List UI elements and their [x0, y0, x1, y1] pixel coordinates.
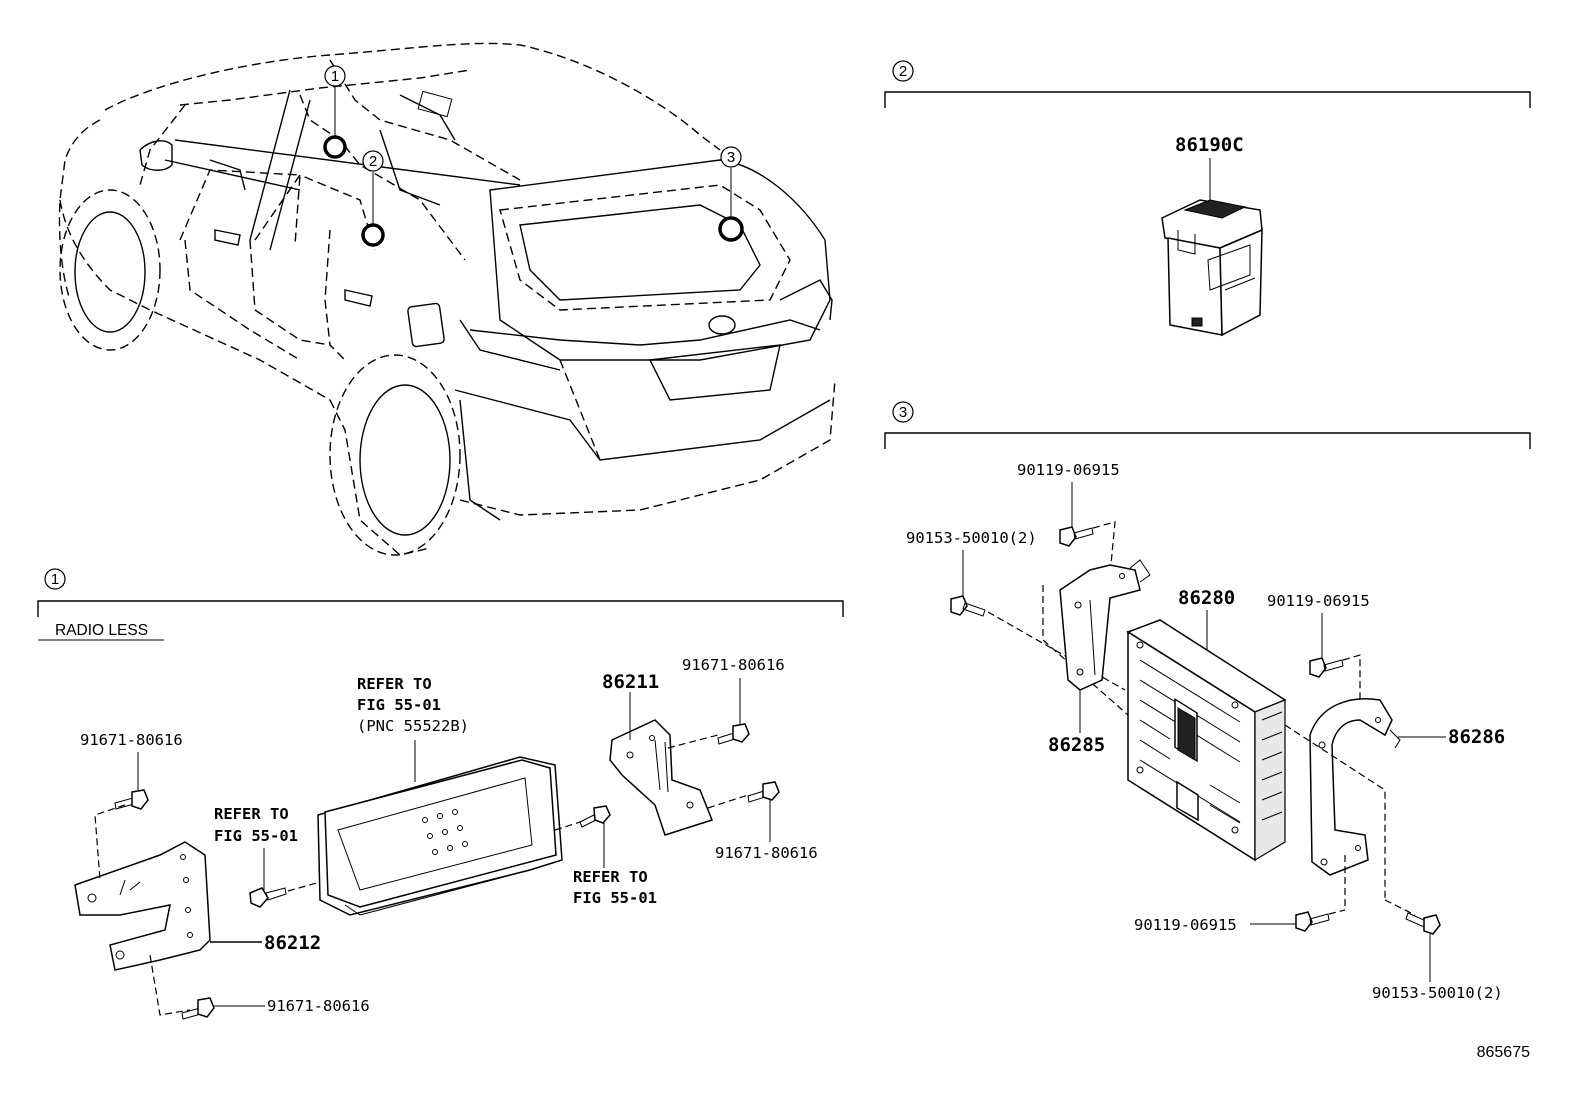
label-90119-06915-bottom: 90119-06915 [1134, 916, 1237, 934]
screw-90153-50010-left[interactable] [950, 595, 986, 617]
refer-left-line2: FIG 55-01 [214, 827, 298, 845]
callout-1-label: 1 [331, 68, 339, 85]
bracket-86285[interactable] [1059, 559, 1151, 691]
section-2: 2 86190C [884, 60, 1531, 337]
refer-left-line1: REFER TO [214, 805, 289, 823]
label-91671-80616-top-right: 91671-80616 [682, 656, 785, 674]
label-86211: 86211 [602, 671, 659, 693]
label-86286: 86286 [1448, 726, 1505, 748]
label-90119-06915-top: 90119-06915 [1017, 461, 1120, 479]
refer-right-line1: REFER TO [573, 868, 648, 886]
refer-top-line1: REFER TO [357, 675, 432, 693]
bracket-86286[interactable] [1309, 698, 1401, 876]
label-91671-80616-right: 91671-80616 [715, 844, 818, 862]
screw-left[interactable] [249, 887, 287, 908]
section-2-bracket [884, 91, 1531, 108]
section-3-bracket [884, 432, 1531, 449]
callout-3[interactable]: 3 [718, 146, 744, 242]
label-91671-80616-bottom: 91671-80616 [267, 997, 370, 1015]
vehicle-illustration: 1 2 3 [58, 42, 836, 556]
section-1: 1 RADIO LESS 91671-80616 91671-80616 [37, 568, 844, 1020]
bolt-91671-80616-top-left[interactable] [114, 752, 149, 810]
bolt-91671-80616-bottom[interactable] [181, 997, 265, 1020]
section-3: 3 90119-06915 90153-50010(2) 86285 [884, 401, 1531, 1002]
screw-90119-06915-top[interactable] [1059, 526, 1094, 547]
bolt-91671-80616-right[interactable] [747, 781, 780, 842]
refer-top-line2: FIG 55-01 [357, 696, 441, 714]
amplifier-86280[interactable] [1126, 619, 1287, 862]
section-2-number: 2 [899, 63, 907, 80]
radio-less-label: RADIO LESS [55, 622, 148, 639]
refer-right-line2: FIG 55-01 [573, 889, 657, 907]
screw-90119-06915-bottom[interactable] [1295, 911, 1330, 932]
refer-top-line3: (PNC 55522B) [357, 717, 469, 735]
label-90153-50010-bottom-right: 90153-50010(2) [1372, 984, 1503, 1002]
diagram-id: 865675 [1477, 1044, 1530, 1061]
callout-2-label: 2 [369, 153, 377, 170]
callout-1[interactable]: 1 [323, 65, 347, 159]
label-91671-80616-top-left: 91671-80616 [80, 731, 183, 749]
callout-2[interactable]: 2 [361, 150, 385, 247]
label-86285: 86285 [1048, 734, 1105, 756]
screw-90153-50010-bottom-right[interactable] [1405, 912, 1441, 935]
label-90119-06915-right-top: 90119-06915 [1267, 592, 1370, 610]
label-86280: 86280 [1178, 587, 1235, 609]
callout-3-label: 3 [727, 149, 735, 166]
display-unit[interactable] [317, 756, 563, 916]
section-3-number: 3 [899, 404, 907, 421]
switch-86190C[interactable] [1161, 199, 1263, 337]
screw-90119-06915-right-top[interactable] [1309, 657, 1344, 678]
bracket-86212[interactable] [74, 841, 211, 971]
label-86212: 86212 [264, 932, 321, 954]
section-3-marker [892, 401, 914, 423]
bracket-86211[interactable] [609, 719, 713, 836]
section-1-number: 1 [51, 571, 59, 588]
label-86190C: 86190C [1175, 134, 1244, 156]
label-90153-50010-left: 90153-50010(2) [906, 529, 1037, 547]
bolt-91671-80616-top-right[interactable] [717, 678, 750, 745]
screw-center-right[interactable] [579, 805, 611, 828]
section-2-marker [892, 60, 914, 82]
section-1-marker [44, 568, 66, 590]
section-1-bracket [37, 600, 844, 617]
